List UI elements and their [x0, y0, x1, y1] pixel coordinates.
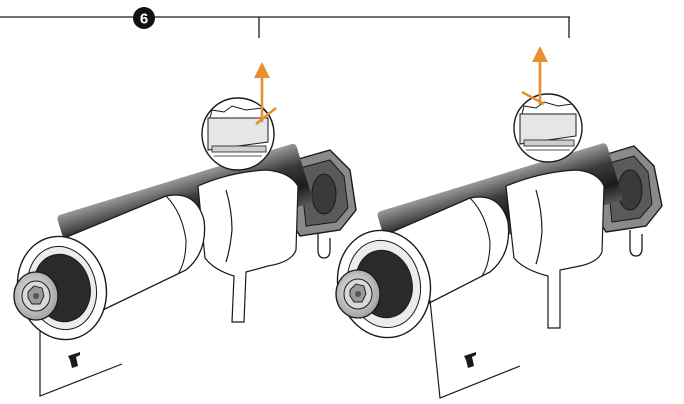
paper-lead-left [39, 330, 123, 397]
step-badge-label: 6 [140, 11, 148, 28]
lift-up-arrow-icon-right [521, 46, 548, 106]
paper-sheet-left [197, 169, 299, 323]
spindle-end-bracket-left [287, 149, 357, 259]
paper-sheet-right [505, 169, 605, 329]
lift-up-arrow-icon [254, 62, 277, 126]
hand-pointer-icon [68, 352, 80, 368]
roll-core-icon-right [335, 269, 381, 319]
right-roll-assembly [335, 46, 663, 399]
magnifier-detail-icon-right [513, 93, 583, 163]
left-roll-assembly [13, 62, 357, 397]
roll-core-icon [13, 271, 59, 321]
step-badge: 6 [133, 7, 155, 29]
step-bracket [0, 16, 570, 38]
hand-pointer-icon-right [464, 352, 476, 368]
paper-lead-right [429, 299, 521, 399]
magnifier-detail-icon [201, 97, 275, 171]
